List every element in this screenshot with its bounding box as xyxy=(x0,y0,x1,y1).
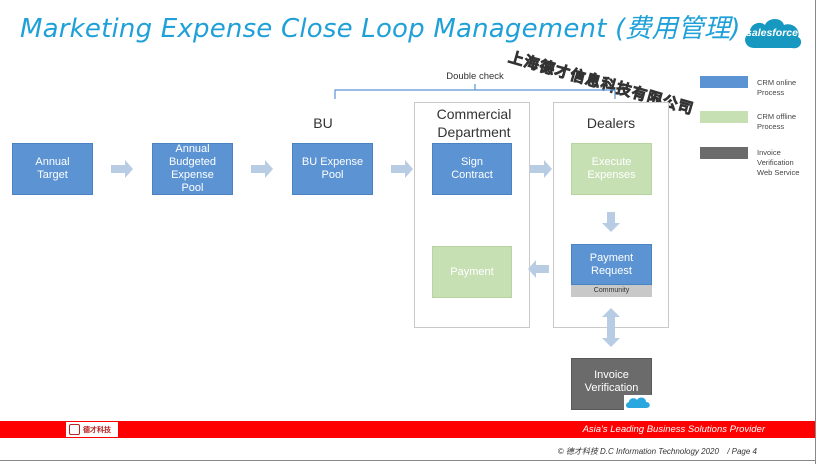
right-border xyxy=(815,0,816,464)
footer-tagline: Asia's Leading Business Solutions Provid… xyxy=(582,424,765,435)
double-check-bracket xyxy=(334,84,616,99)
dealers-header: Dealers xyxy=(586,115,636,131)
company-logo-text: 德才科技 xyxy=(83,426,111,434)
arrow-target-to-budget xyxy=(111,160,133,178)
sign-contract-box: Sign Contract xyxy=(432,143,512,195)
bu-header: BU xyxy=(313,115,333,131)
salesforce-logo-text: salesforce xyxy=(746,27,798,39)
legend-swatch-online xyxy=(700,76,748,88)
execute-expenses-box: Execute Expenses xyxy=(571,143,652,195)
company-logo: 德才科技 xyxy=(66,422,118,437)
cloud-service-icon xyxy=(624,395,652,410)
bu-expense-pool-box: BU Expense Pool xyxy=(292,143,373,195)
annual-target-box: Annual Target xyxy=(12,143,93,195)
page-number: / Page 4 xyxy=(727,447,757,456)
legend-service-label: Invoice Verification Web Service xyxy=(757,148,800,177)
legend-swatch-offline xyxy=(700,111,748,123)
legend-offline-label: CRM offline Process xyxy=(757,112,797,131)
salesforce-logo: salesforce xyxy=(740,14,804,54)
arrow-request-to-payment xyxy=(528,260,549,278)
company-logo-icon xyxy=(69,424,80,435)
payment-box: Payment xyxy=(432,246,512,298)
footer-bar xyxy=(0,421,815,438)
payment-request-box: Payment Request xyxy=(571,244,652,285)
slide-title: Marketing Expense Close Loop Management … xyxy=(20,14,741,44)
double-check-label: Double check xyxy=(446,71,504,82)
legend-swatch-service xyxy=(700,147,748,159)
community-label: Community xyxy=(571,285,652,297)
arrow-bu-to-contract xyxy=(391,160,413,178)
arrow-contract-to-execute xyxy=(530,160,552,178)
arrow-budget-to-bu xyxy=(251,160,273,178)
legend-online-label: CRM online Process xyxy=(757,78,797,97)
annual-budgeted-pool-box: Annual Budgeted Expense Pool xyxy=(152,143,233,195)
arrow-execute-to-request xyxy=(602,212,620,232)
bottom-border xyxy=(0,460,816,461)
commercial-department-header: Commercial Department xyxy=(436,106,512,140)
cloud-icon xyxy=(745,19,802,49)
footer-copyright: © 德才科技 D.C Information Technology 2020 /… xyxy=(558,446,757,457)
arrow-request-invoice-bidirectional xyxy=(602,308,620,347)
copyright-text: © 德才科技 D.C Information Technology 2020 xyxy=(557,447,719,456)
